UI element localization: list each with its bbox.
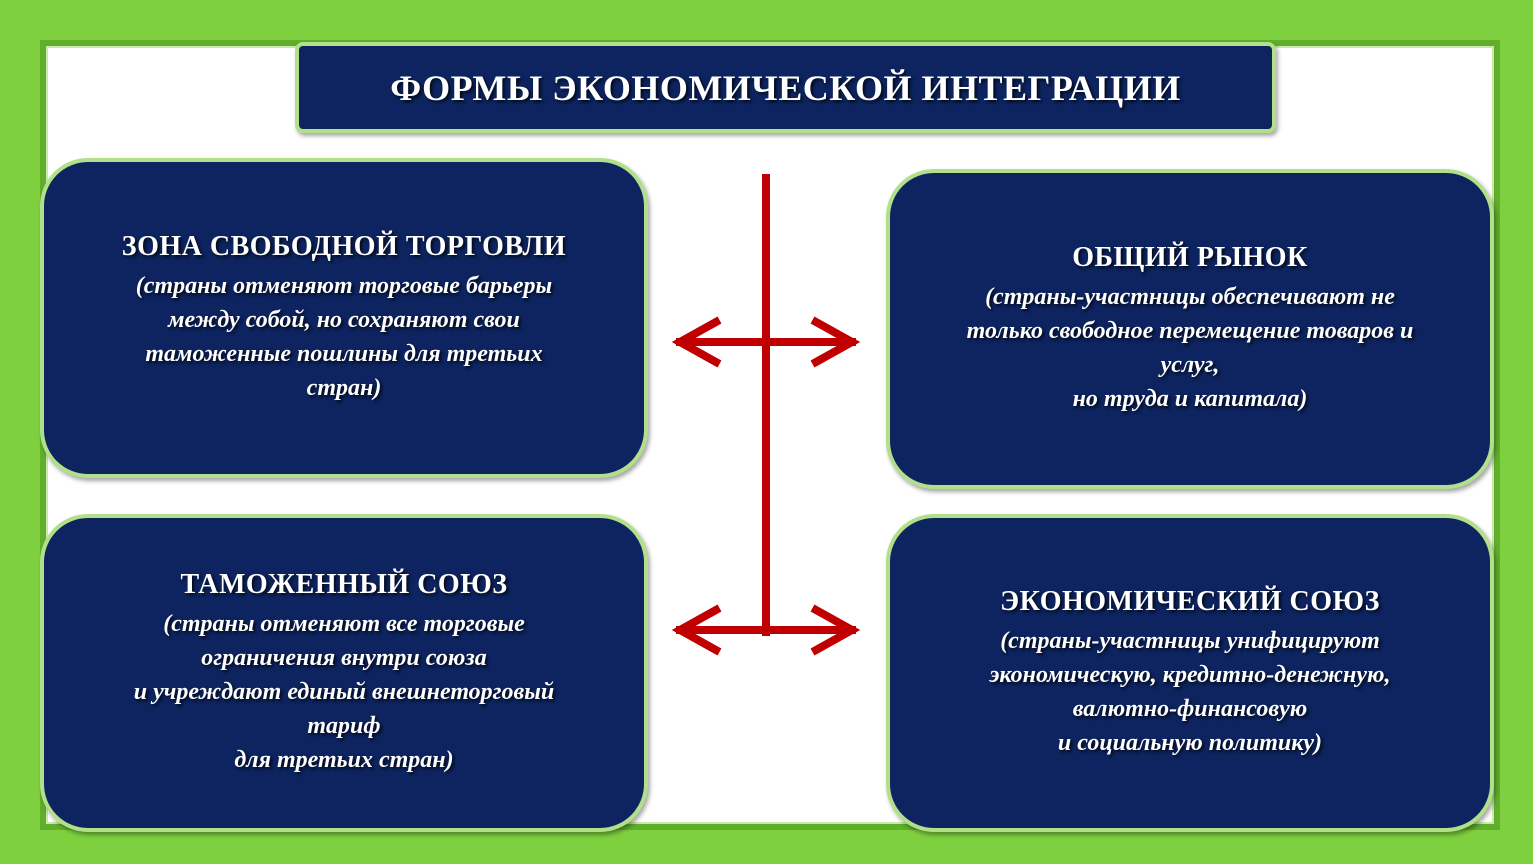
card-heading: ЭКОНОМИЧЕСКИЙ СОЮЗ — [1000, 586, 1380, 617]
upper-left-arrowhead — [671, 316, 722, 368]
card-description: (страны-участницы обеспечивают не только… — [966, 284, 1414, 412]
upper-right-arrowhead — [810, 316, 861, 368]
card-description: (страны-участницы унифицируют экономичес… — [989, 628, 1391, 756]
diagram-title: ФОРМЫ ЭКОНОМИЧЕСКОЙ ИНТЕГРАЦИИ — [390, 67, 1181, 108]
card-common-market: ОБЩИЙ РЫНОК (страны-участницы обеспечива… — [886, 169, 1494, 489]
lower-left-arrowhead — [671, 604, 722, 656]
card-free-trade-zone: ЗОНА СВОБОДНОЙ ТОРГОВЛИ (страны отменяют… — [40, 158, 648, 478]
card-economic-union: ЭКОНОМИЧЕСКИЙ СОЮЗ (страны-участницы уни… — [886, 514, 1494, 832]
card-description: (страны отменяют все торговые ограничени… — [133, 611, 555, 773]
title-banner: ФОРМЫ ЭКОНОМИЧЕСКОЙ ИНТЕГРАЦИИ — [295, 42, 1276, 133]
card-heading: ЗОНА СВОБОДНОЙ ТОРГОВЛИ — [121, 231, 567, 262]
lower-right-arrowhead — [810, 604, 861, 656]
card-heading: ОБЩИЙ РЫНОК — [1072, 242, 1308, 273]
card-customs-union: ТАМОЖЕННЫЙ СОЮЗ (страны отменяют все тор… — [40, 514, 648, 832]
card-description: (страны отменяют торговые барьеры между … — [135, 273, 553, 401]
card-heading: ТАМОЖЕННЫЙ СОЮЗ — [180, 569, 508, 600]
